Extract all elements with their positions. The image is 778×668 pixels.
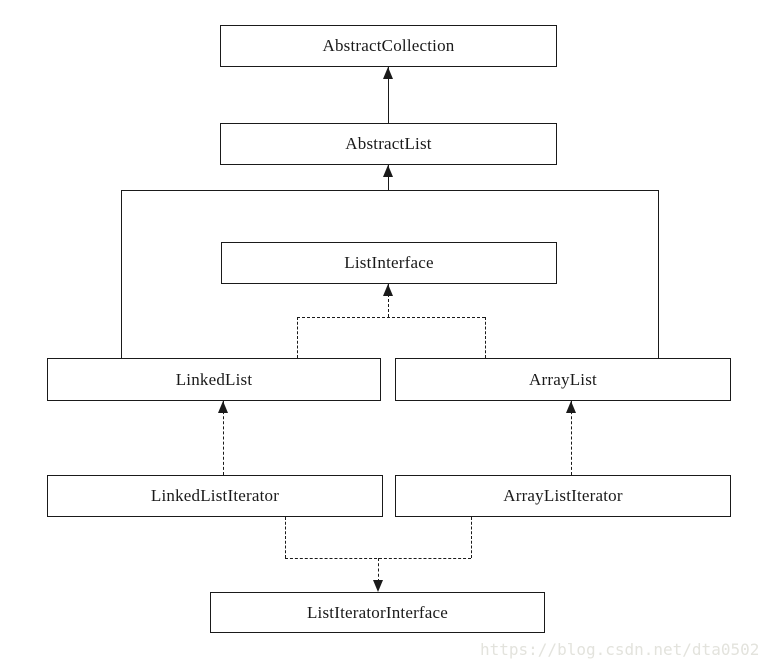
edge-arraylistiterator-arraylist-arrowhead-icon [566,401,576,413]
node-linked-list-iterator-label: LinkedListIterator [150,486,280,505]
edge-lists-listinterface-horizontal-line [297,317,485,318]
node-abstract-collection: AbstractCollection [220,25,557,67]
edge-group-abstractlist-line [388,165,389,190]
node-abstract-collection-label: AbstractCollection [322,36,455,55]
group-outline-box [121,190,659,358]
node-linked-list: LinkedList [47,358,381,401]
node-array-list: ArrayList [395,358,731,401]
edge-linkedlistiterator-join-leg-line [285,517,286,558]
edge-linkedlist-listinterface-leg-line [297,317,298,358]
node-abstract-list: AbstractList [220,123,557,165]
edge-linkedlistiterator-linkedlist-arrowhead-icon [218,401,228,413]
node-list-interface: ListInterface [221,242,557,284]
node-array-list-iterator-label: ArrayListIterator [503,486,623,505]
node-list-iterator-interface-label: ListIteratorInterface [306,602,449,622]
node-linked-list-iterator: LinkedListIterator [47,475,383,517]
edge-abstractlist-abstractcollection-line [388,67,389,123]
edge-arraylistiterator-arraylist-line [571,401,572,475]
node-array-list-label: ArrayList [529,369,597,389]
watermark-url: https://blog.csdn.net/dta0502 [480,640,760,659]
edge-join-listiteratorinterface-line [378,558,379,582]
edge-linkedlistiterator-linkedlist-line [223,401,224,475]
node-list-iterator-interface: ListIteratorInterface [210,592,545,633]
node-array-list-iterator: ArrayListIterator [395,475,731,517]
edge-abstractlist-abstractcollection-arrowhead-icon [383,67,393,79]
edge-arraylistiterator-join-leg-line [471,517,472,558]
edge-lists-listinterface-arrowhead-icon [383,284,393,296]
node-list-interface-label: ListInterface [344,253,434,272]
edge-join-listiteratorinterface-arrowhead-icon [373,580,383,592]
node-linked-list-label: LinkedList [175,369,253,389]
edge-arraylist-listinterface-leg-line [485,317,486,358]
edge-group-abstractlist-arrowhead-icon [383,165,393,177]
edge-lists-listinterface-stub-line [388,284,389,317]
node-abstract-list-label: AbstractList [345,134,432,153]
